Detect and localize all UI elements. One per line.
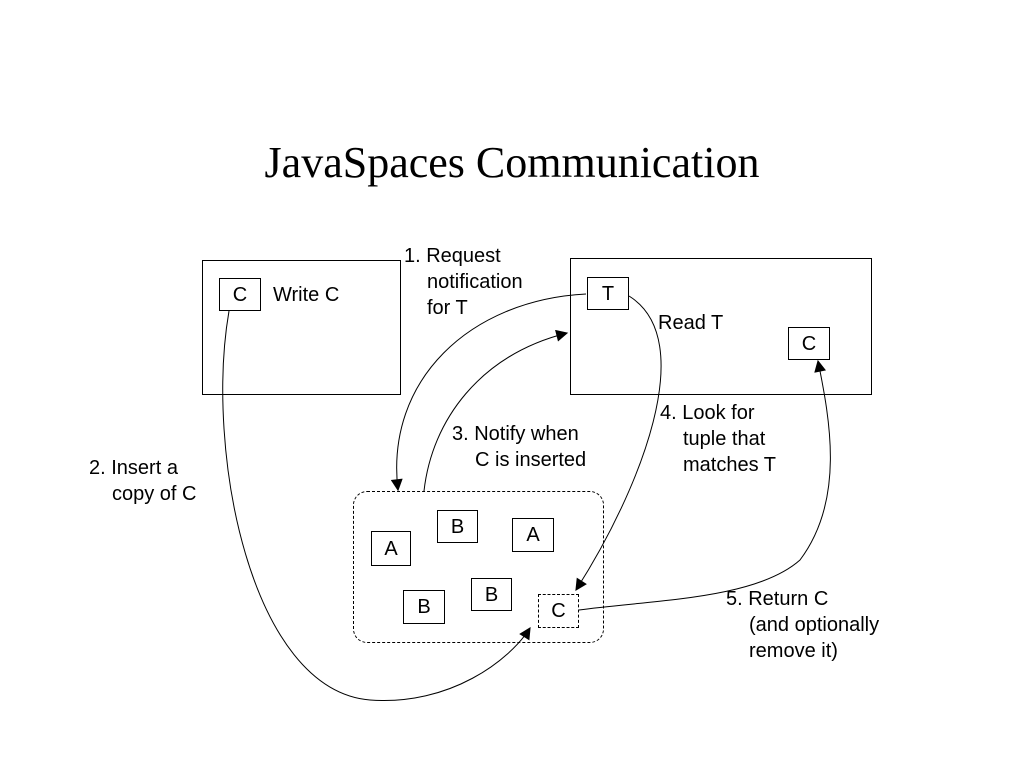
write-c-label: Write C xyxy=(273,284,340,306)
step-2-label: 2. Insert a copy of C xyxy=(89,455,196,507)
step-1-line-1: 1. Request xyxy=(404,245,501,267)
step-5-line-2: (and optionally xyxy=(749,614,880,636)
slide-title: JavaSpaces Communication xyxy=(264,138,760,188)
arrow-notify xyxy=(423,329,569,492)
arrow-return-c xyxy=(578,359,831,611)
read-t-label: Read T xyxy=(658,312,724,334)
step-1-line-2: notification xyxy=(427,271,523,293)
step-5-line-3: remove it) xyxy=(749,640,838,662)
space-tuple-b: B xyxy=(471,578,512,611)
space-tuple-a: A xyxy=(371,531,411,566)
step-4-line-1: 4. Look for xyxy=(660,402,755,424)
step-1-line-3: for T xyxy=(427,297,468,319)
arrow-insert-copy xyxy=(222,310,531,702)
step-3-label: 3. Notify when C is inserted xyxy=(452,421,586,473)
space-tuple-b: B xyxy=(437,510,478,543)
arrow-request-notification xyxy=(390,293,587,492)
step-1-label: 1. Request notification for T xyxy=(404,243,523,321)
step-3-line-2: C is inserted xyxy=(475,449,587,471)
step-4-line-3: matches T xyxy=(683,454,776,476)
writer-tuple-c: C xyxy=(219,278,261,311)
writer-process-box xyxy=(202,260,401,395)
step-5-label: 5. Return C (and optionally remove it) xyxy=(726,586,879,664)
reader-result-c: C xyxy=(788,327,830,360)
step-2-line-1: 2. Insert a xyxy=(89,457,178,479)
javaspace-region xyxy=(353,491,604,643)
reader-template-t: T xyxy=(587,277,629,310)
arrow-look-for-tuple xyxy=(575,295,662,592)
space-tuple-b: B xyxy=(403,590,445,624)
space-inserted-tuple-c: C xyxy=(538,594,579,628)
step-4-label: 4. Look for tuple that matches T xyxy=(660,400,776,478)
space-tuple-a: A xyxy=(512,518,554,552)
step-2-line-2: copy of C xyxy=(112,483,197,505)
step-3-line-1: 3. Notify when xyxy=(452,423,579,445)
reader-process-box xyxy=(570,258,872,395)
step-4-line-2: tuple that xyxy=(683,428,766,450)
step-5-line-1: 5. Return C xyxy=(726,588,829,610)
